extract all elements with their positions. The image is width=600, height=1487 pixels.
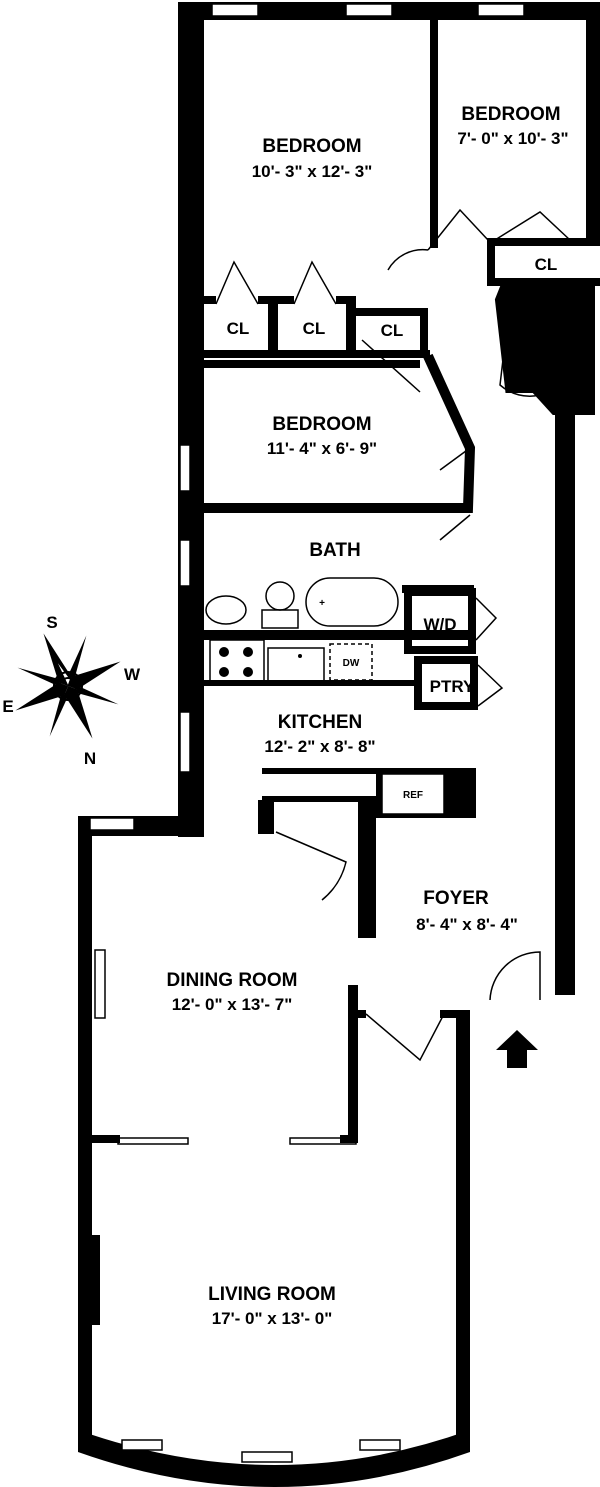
refrigerator-label: REF [403, 790, 423, 801]
foyer-name: FOYER [423, 888, 489, 909]
pantry-label: PTRY [430, 677, 475, 696]
compass-n-label: N [84, 749, 96, 768]
compass-e-label: E [2, 697, 13, 716]
bedroom-2-dims: 7'- 0" x 10'- 3" [457, 129, 568, 148]
bedroom-3-name: BEDROOM [272, 414, 371, 435]
washer-dryer-label: W/D [423, 615, 456, 634]
compass-rose-icon [15, 633, 121, 739]
bedroom-2-name: BEDROOM [461, 104, 560, 125]
doors [215, 208, 571, 1062]
entry-arrow-icon [496, 1030, 538, 1068]
dining-room-name: DINING ROOM [167, 970, 298, 991]
exterior-walls [78, 2, 600, 1487]
windows [89, 3, 525, 1463]
closet-4-label: CL [535, 255, 558, 274]
svg-text:+: + [319, 598, 325, 609]
dishwasher-label: DW [343, 658, 360, 669]
bedroom-1-dims: 10'- 3" x 12'- 3" [252, 162, 373, 181]
room-labels: BEDROOM 10'- 3" x 12'- 3" BEDROOM 7'- 0"… [167, 104, 569, 1328]
compass-s-label: S [46, 613, 57, 632]
living-room-dims: 17'- 0" x 13'- 0" [212, 1309, 333, 1328]
bedroom-1-name: BEDROOM [262, 136, 361, 157]
compass-w-label: W [124, 665, 141, 684]
foyer-dims: 8'- 4" x 8'- 4" [416, 915, 518, 934]
kitchen-dims: 12'- 2" x 8'- 8" [264, 737, 375, 756]
closet-3-label: CL [381, 321, 404, 340]
kitchen-name: KITCHEN [278, 712, 362, 733]
interior-walls [90, 18, 600, 1325]
fixtures: + [205, 577, 399, 685]
closet-1-label: CL [227, 319, 250, 338]
living-room-name: LIVING ROOM [208, 1284, 336, 1305]
closet-2-label: CL [303, 319, 326, 338]
closet-5-label: CL [542, 335, 565, 354]
bedroom-3-dims: 11'- 4" x 6'- 9" [267, 439, 377, 458]
bath-name: BATH [309, 540, 360, 561]
dining-room-dims: 12'- 0" x 13'- 7" [172, 995, 293, 1014]
